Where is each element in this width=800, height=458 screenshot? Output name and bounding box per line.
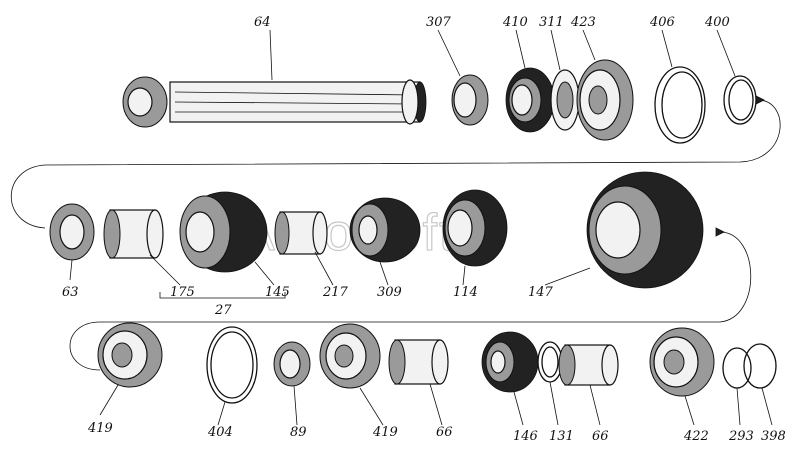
part-400-snap-ring xyxy=(723,75,757,125)
label-63: 63 xyxy=(62,285,79,300)
part-217-bush xyxy=(274,211,328,255)
part-145-gear xyxy=(179,191,268,273)
assembly-path xyxy=(11,95,781,371)
part-114-sleeve xyxy=(442,189,508,267)
label-27: 27 xyxy=(214,303,232,318)
part-146-gear xyxy=(481,331,539,393)
label-398: 398 xyxy=(761,429,786,444)
label-175: 175 xyxy=(170,285,195,300)
label-66-right: 66 xyxy=(592,429,609,444)
part-147-gear xyxy=(586,171,704,289)
label-309: 309 xyxy=(377,285,402,300)
label-114: 114 xyxy=(453,285,478,300)
label-419-center: 419 xyxy=(372,425,398,440)
label-423: 423 xyxy=(570,15,596,30)
label-89: 89 xyxy=(290,425,307,440)
label-311: 311 xyxy=(539,15,564,30)
label-410: 410 xyxy=(502,15,528,30)
part-131-ring xyxy=(537,341,563,383)
label-422: 422 xyxy=(683,429,709,444)
label-146: 146 xyxy=(513,429,538,444)
watermark: AutoSoft xyxy=(240,204,455,262)
part-398-ring xyxy=(743,343,777,389)
connector-row1-row2 xyxy=(11,99,781,229)
label-307: 307 xyxy=(426,15,452,30)
label-400: 400 xyxy=(704,15,730,30)
part-66a-bush xyxy=(388,339,449,385)
label-131: 131 xyxy=(549,429,574,444)
part-410-ring xyxy=(505,67,555,133)
part-419b-bearing xyxy=(319,323,381,389)
part-422-bearing xyxy=(649,327,715,397)
part-423-bearing xyxy=(576,59,634,141)
part-311-spacer xyxy=(550,69,580,131)
arrow-head-1 xyxy=(755,95,765,105)
part-labels: 64 307 410 311 423 406 400 63 175 145 27… xyxy=(62,15,786,444)
label-217: 217 xyxy=(322,285,349,300)
label-404: 404 xyxy=(207,425,233,440)
part-309-gear xyxy=(349,197,421,263)
part-89-ring xyxy=(273,341,311,387)
label-293: 293 xyxy=(728,429,754,444)
label-419-left: 419 xyxy=(87,421,113,436)
part-64-shaft xyxy=(122,76,427,128)
part-63-washer xyxy=(49,203,95,261)
connector-row2-row3 xyxy=(69,231,752,371)
part-404-snap-ring xyxy=(206,326,258,404)
arrow-head-2 xyxy=(715,227,725,237)
part-307-bush xyxy=(451,74,489,126)
label-406: 406 xyxy=(649,15,675,30)
group-27-bracket xyxy=(159,292,286,299)
label-147: 147 xyxy=(528,285,554,300)
part-66b-bush xyxy=(558,344,619,386)
label-66-left: 66 xyxy=(436,425,453,440)
leader-lines xyxy=(69,29,773,426)
label-64: 64 xyxy=(254,15,271,30)
part-406-snap-ring xyxy=(654,66,706,144)
label-145: 145 xyxy=(265,285,290,300)
part-175-bush xyxy=(103,209,164,259)
part-419a-bearing xyxy=(97,322,163,388)
